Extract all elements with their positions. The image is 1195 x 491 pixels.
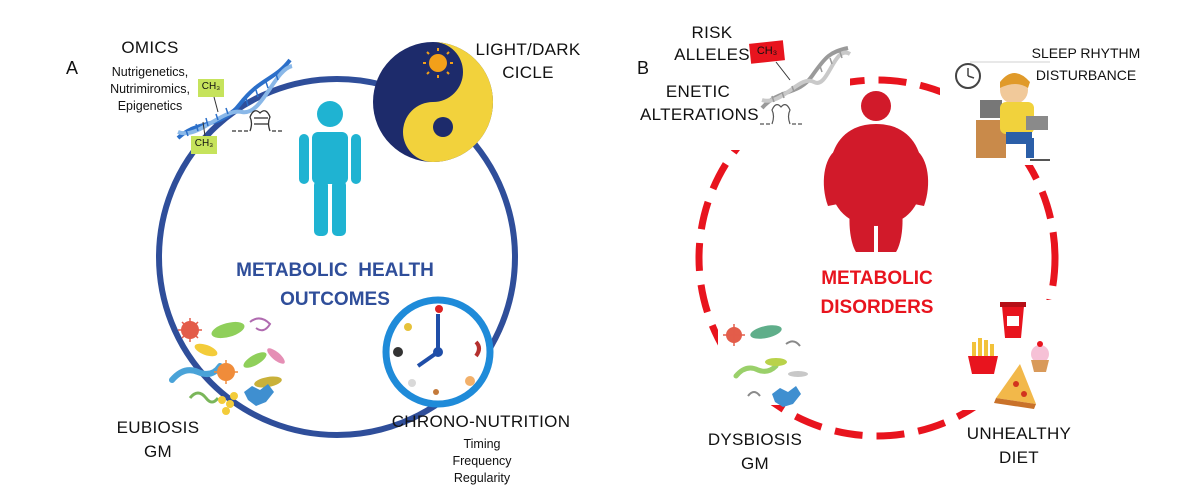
methyl-tag-icon (198, 79, 224, 113)
moon-icon (426, 117, 453, 143)
chrono-title: CHRONO-NUTRITION (391, 412, 571, 431)
eubiosis-label: EUBIOSIS GM (112, 416, 204, 464)
health-ring (156, 76, 518, 438)
title-line: DISORDERS (820, 297, 934, 318)
title-line: METABOLIC (821, 268, 933, 289)
title-line: OUTCOMES (280, 289, 390, 310)
fries-icon (968, 338, 998, 374)
gut-microbes-icon (723, 324, 808, 407)
chrono-list: Timing Frequency Regularity (434, 436, 530, 487)
genetic-line: ENETIC (665, 82, 731, 101)
sleep-rhythm-label: SLEEP RHYTHM DISTURBANCE (1024, 42, 1148, 86)
chrono-item: Timing (463, 437, 501, 451)
sleep-line: DISTURBANCE (1035, 67, 1137, 83)
sun-icon (423, 48, 453, 78)
title-line: METABOLIC HEALTH (236, 260, 434, 281)
methyl-tag-icon (749, 40, 791, 81)
omics-list: Nutrigenetics, Nutrimiromics, Epigenetic… (92, 64, 208, 115)
unhealthy-diet-label: UNHEALTHY DIET (960, 422, 1078, 470)
meal-clock-icon (382, 296, 494, 408)
light-dark-line: CICLE (502, 63, 554, 82)
healthy-person-icon (299, 101, 361, 236)
cupcake-icon (1031, 341, 1049, 372)
metabolic-disorders-title: METABOLIC DISORDERS (808, 264, 946, 322)
methyl-label: CH₃ (756, 45, 778, 57)
person-at-desk-icon (976, 73, 1050, 161)
chrono-item: Regularity (453, 471, 511, 485)
health-outcomes-title: METABOLIC HEALTH OUTCOMES (222, 256, 448, 314)
methyl-tag-icon (191, 121, 217, 154)
panel-label-a: A (66, 58, 79, 78)
diet-line: DIET (999, 448, 1039, 467)
pizza-icon (994, 364, 1036, 409)
sleep-line: SLEEP RHYTHM (1031, 45, 1141, 61)
dysbiosis-line: GM (741, 454, 769, 473)
dna-strand-icon (760, 46, 852, 110)
obese-person-icon (823, 91, 929, 252)
omics-item: Nutrigenetics, (111, 65, 189, 79)
light-dark-label: LIGHT/DARK CICLE (466, 38, 590, 84)
gut-microbes-icon (169, 317, 285, 415)
dysbiosis-line: DYSBIOSIS (707, 430, 803, 449)
omics-item: Epigenetics (117, 99, 183, 113)
omics-item: Nutrimiromics, (110, 82, 190, 96)
risk-line: ALLELES (674, 45, 750, 64)
methyl-label: CH₃ (201, 81, 221, 92)
light-dark-line: LIGHT/DARK (475, 40, 581, 59)
methyl-label: CH₃ (194, 138, 214, 149)
eubiosis-line: EUBIOSIS (116, 418, 200, 437)
dysbiosis-label: DYSBIOSIS GM (700, 428, 810, 476)
yin-yang-icon (373, 42, 493, 162)
genetic-line: ALTERATIONS (640, 105, 759, 124)
eubiosis-line: GM (144, 442, 172, 461)
risk-line: RISK (691, 23, 733, 42)
genetic-alterations-label: ENETIC ALTERATIONS (640, 80, 759, 126)
disorder-ring (695, 76, 1059, 440)
microrna-icon (760, 104, 802, 125)
wall-clock-icon (955, 63, 981, 89)
microrna-icon (232, 110, 282, 132)
chrono-item: Frequency (452, 454, 512, 468)
risk-alleles-label: RISK ALLELES (668, 22, 756, 66)
omics-title: OMICS (121, 38, 179, 57)
panel-label-b: B (637, 58, 650, 78)
soda-cup-icon (1000, 302, 1026, 338)
dna-strand-icon (176, 58, 293, 140)
diet-line: UNHEALTHY (966, 424, 1072, 443)
